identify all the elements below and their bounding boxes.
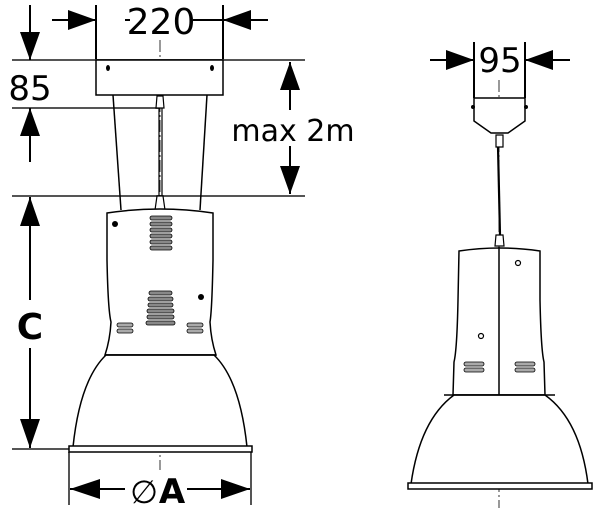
side-view: 95 <box>407 41 593 508</box>
screw-hole-icon <box>477 332 485 340</box>
dimension-95: 95 <box>430 41 570 98</box>
dimension-220: 220 <box>52 2 268 60</box>
diameter-symbol: ∅ <box>130 473 158 511</box>
dimension-c: C <box>17 197 43 448</box>
dim-label-220: 220 <box>127 2 196 43</box>
dim-label-95: 95 <box>478 41 521 81</box>
canopy <box>95 59 224 96</box>
reflector <box>407 394 593 490</box>
side-slots <box>116 322 204 334</box>
side-slots <box>463 361 536 373</box>
screw-icon <box>198 294 204 300</box>
dimension-max-2m: max 2m <box>231 62 355 194</box>
dimension-85: 85 <box>8 5 52 162</box>
dim-label-a: A <box>159 472 186 512</box>
lamp-body <box>452 247 546 396</box>
dimension-diameter-a: ∅ A <box>68 452 252 512</box>
suspension-cord <box>494 134 505 247</box>
vent-grille-bottom <box>145 290 176 326</box>
screw-icon <box>210 65 214 71</box>
canopy <box>471 97 528 134</box>
screw-icon <box>106 65 110 71</box>
dim-label-85: 85 <box>8 69 51 109</box>
lamp-body <box>103 208 218 356</box>
dim-label-max-2m: max 2m <box>231 114 354 149</box>
suspension <box>112 94 208 211</box>
front-view: 220 85 max 2m C <box>8 2 354 512</box>
screw-hole-icon <box>514 259 522 267</box>
dim-label-c: C <box>17 307 43 348</box>
reflector <box>68 354 253 453</box>
screw-icon <box>112 221 118 227</box>
vent-grille-top <box>149 215 173 251</box>
